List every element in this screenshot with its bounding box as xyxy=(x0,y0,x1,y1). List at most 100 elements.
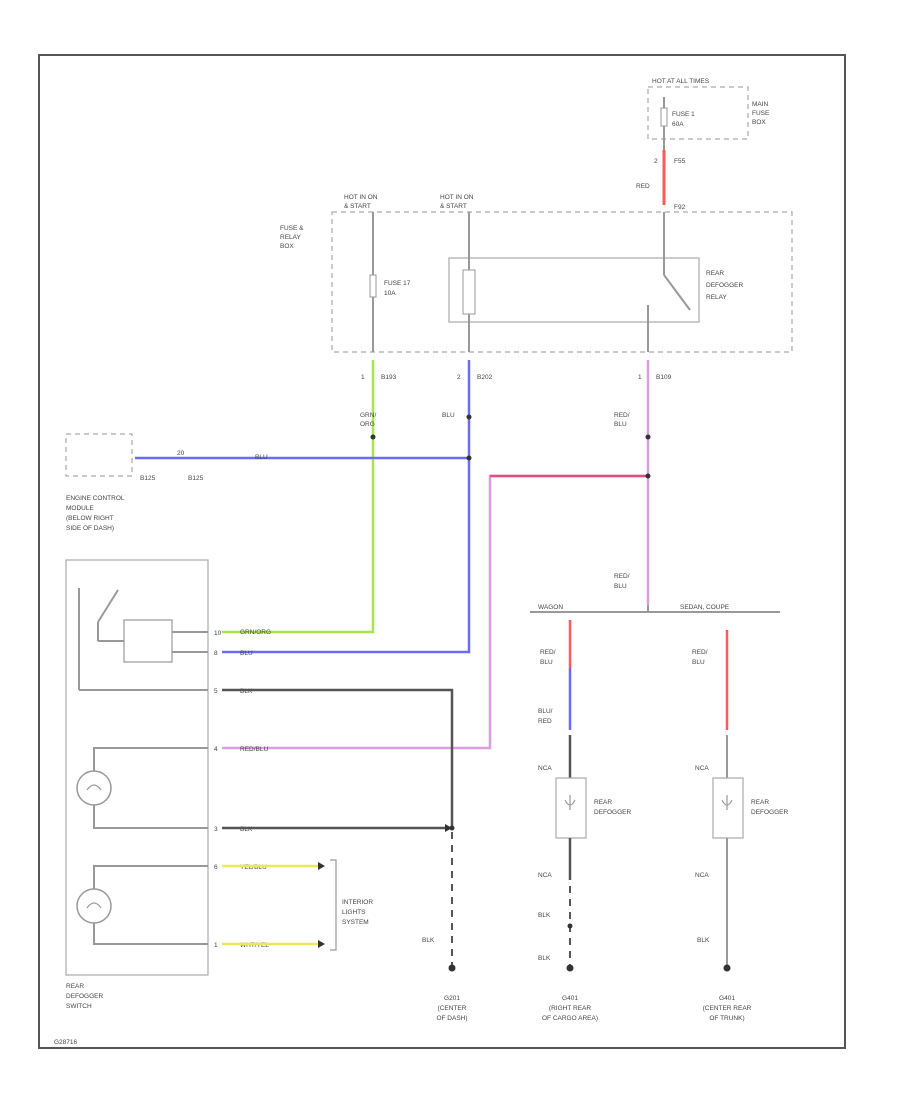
svg-text:(CENTER: (CENTER xyxy=(438,1005,467,1012)
svg-text:ORG: ORG xyxy=(360,421,375,428)
svg-text:(RIGHT REAR: (RIGHT REAR xyxy=(549,1005,591,1012)
svg-text:BLU: BLU xyxy=(614,421,627,428)
svg-text:NCA: NCA xyxy=(695,765,709,772)
svg-text:ENGINE CONTROL: ENGINE CONTROL xyxy=(66,495,125,502)
svg-text:5: 5 xyxy=(214,688,218,695)
svg-text:REAR: REAR xyxy=(706,270,724,277)
svg-text:6: 6 xyxy=(214,864,218,871)
svg-text:BLU: BLU xyxy=(692,659,705,666)
svg-text:OF CARGO AREA): OF CARGO AREA) xyxy=(542,1015,598,1022)
svg-text:SIDE OF DASH): SIDE OF DASH) xyxy=(66,525,114,532)
svg-text:BLK: BLK xyxy=(240,826,253,833)
svg-text:BLK: BLK xyxy=(697,937,710,944)
svg-text:BLU/: BLU/ xyxy=(538,708,553,715)
svg-text:GRN/: GRN/ xyxy=(360,412,376,419)
svg-text:B193: B193 xyxy=(381,374,397,381)
svg-text:F92: F92 xyxy=(674,204,686,211)
svg-text:DEFOGGER: DEFOGGER xyxy=(751,809,789,816)
svg-text:SWITCH: SWITCH xyxy=(66,1003,92,1010)
svg-text:OF TRUNK): OF TRUNK) xyxy=(709,1015,744,1022)
rear-defogger-switch: 10 8 5 4 3 6 1 REAR DEFOGGER SWITCH xyxy=(65,559,222,1010)
svg-text:RED/BLU: RED/BLU xyxy=(240,746,268,753)
svg-text:SEDAN, COUPE: SEDAN, COUPE xyxy=(680,604,730,611)
svg-text:G401: G401 xyxy=(719,995,735,1002)
svg-text:20: 20 xyxy=(177,450,185,457)
svg-text:RED: RED xyxy=(636,183,650,190)
svg-text:2: 2 xyxy=(654,158,658,165)
svg-text:DEFOGGER: DEFOGGER xyxy=(594,809,632,816)
svg-text:FUSE 1: FUSE 1 xyxy=(672,111,695,118)
svg-text:NCA: NCA xyxy=(538,765,552,772)
svg-text:LIGHTS: LIGHTS xyxy=(342,909,366,916)
svg-text:BOX: BOX xyxy=(752,119,766,126)
svg-text:(CENTER REAR: (CENTER REAR xyxy=(703,1005,752,1012)
svg-text:F55: F55 xyxy=(674,158,686,165)
fuse-relay-box: FUSE & RELAY BOX HOT IN ON & START HOT I… xyxy=(280,194,793,353)
sedan-rear-defogger: RED/ BLU NCA NCA BLK REAR DEFOGGER xyxy=(692,630,789,972)
svg-text:NCA: NCA xyxy=(538,872,552,879)
svg-text:G401: G401 xyxy=(562,995,578,1002)
main-fuse-box: HOT AT ALL TIMES FUSE 1 60A MAIN FUSE BO… xyxy=(647,78,770,140)
svg-text:BLU: BLU xyxy=(442,412,455,419)
svg-text:REAR: REAR xyxy=(66,983,84,990)
diagram-frame xyxy=(38,54,846,1049)
svg-text:10A: 10A xyxy=(384,290,396,297)
svg-text:BLU: BLU xyxy=(540,659,553,666)
svg-text:HOT AT ALL TIMES: HOT AT ALL TIMES xyxy=(652,78,710,85)
svg-text:8: 8 xyxy=(214,650,218,657)
engine-control-module: B125 B125 20 ENGINE CONTROL MODULE (BELO… xyxy=(65,433,204,532)
svg-text:DEFOGGER: DEFOGGER xyxy=(706,282,744,289)
figure-id: G28716 xyxy=(54,1039,78,1046)
svg-text:REAR: REAR xyxy=(594,799,612,806)
svg-text:BLU: BLU xyxy=(255,454,268,461)
svg-text:MODULE: MODULE xyxy=(66,505,94,512)
svg-text:B202: B202 xyxy=(477,374,493,381)
svg-text:B125: B125 xyxy=(140,475,156,482)
svg-text:WHT/YEL: WHT/YEL xyxy=(240,942,269,949)
svg-text:BLU: BLU xyxy=(614,583,627,590)
svg-text:RED/: RED/ xyxy=(540,649,556,656)
svg-text:BLK: BLK xyxy=(240,688,253,695)
svg-text:RELAY: RELAY xyxy=(706,294,727,301)
svg-text:& START: & START xyxy=(440,203,467,210)
svg-text:BLK: BLK xyxy=(538,912,551,919)
svg-text:NCA: NCA xyxy=(695,872,709,879)
svg-text:BLK: BLK xyxy=(538,955,551,962)
svg-text:1: 1 xyxy=(214,942,218,949)
interior-lights-system: INTERIOR LIGHTS SYSTEM xyxy=(330,859,373,951)
svg-text:INTERIOR: INTERIOR xyxy=(342,899,373,906)
svg-text:60A: 60A xyxy=(672,121,684,128)
svg-text:REAR: REAR xyxy=(751,799,769,806)
svg-text:FUSE 17: FUSE 17 xyxy=(384,280,411,287)
svg-text:& START: & START xyxy=(344,203,371,210)
svg-text:RED/: RED/ xyxy=(614,412,630,419)
svg-text:B125: B125 xyxy=(188,475,204,482)
svg-text:HOT IN ON: HOT IN ON xyxy=(344,194,378,201)
svg-text:G201: G201 xyxy=(444,995,460,1002)
svg-text:WAGON: WAGON xyxy=(538,604,563,611)
svg-text:3: 3 xyxy=(214,826,218,833)
svg-text:1: 1 xyxy=(638,374,642,381)
svg-text:10: 10 xyxy=(214,630,222,637)
wagon-rear-defogger: RED/ BLU BLU/ RED NCA NCA BLK BLK REAR D… xyxy=(538,620,632,972)
svg-text:MAIN: MAIN xyxy=(752,101,769,108)
svg-text:OF DASH): OF DASH) xyxy=(436,1015,467,1022)
svg-text:RED/: RED/ xyxy=(692,649,708,656)
svg-text:YEL/BLU: YEL/BLU xyxy=(240,864,267,871)
svg-text:RELAY: RELAY xyxy=(280,234,301,241)
svg-text:BLK: BLK xyxy=(422,937,435,944)
svg-text:HOT IN ON: HOT IN ON xyxy=(440,194,474,201)
svg-text:GRN/ORG: GRN/ORG xyxy=(240,629,271,636)
svg-text:BLU: BLU xyxy=(240,650,253,657)
svg-text:2: 2 xyxy=(457,374,461,381)
svg-text:(BELOW RIGHT: (BELOW RIGHT xyxy=(66,515,114,522)
wire-blu xyxy=(222,360,471,654)
svg-text:SYSTEM: SYSTEM xyxy=(342,919,369,926)
svg-text:4: 4 xyxy=(214,746,218,753)
wire-grn-org xyxy=(222,360,375,634)
svg-text:DEFOGGER: DEFOGGER xyxy=(66,993,104,1000)
svg-text:BOX: BOX xyxy=(280,243,294,250)
svg-text:B109: B109 xyxy=(656,374,672,381)
svg-text:FUSE: FUSE xyxy=(752,110,770,117)
